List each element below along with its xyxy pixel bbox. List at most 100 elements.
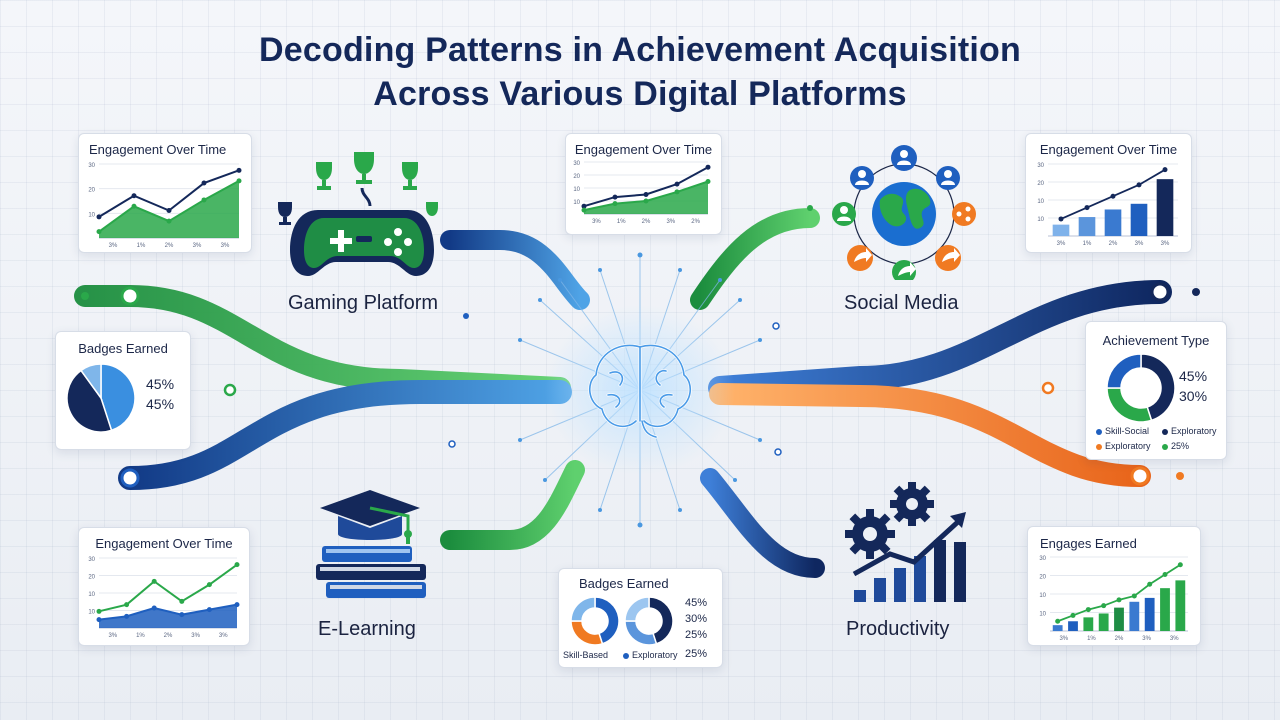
data-point [1055, 618, 1061, 624]
bar [1083, 617, 1094, 631]
donut-charts-badges-bottom [570, 596, 674, 646]
donut-chart-achievement-type [1106, 353, 1176, 423]
title-line-1: Decoding Patterns in Achievement Acquisi… [259, 31, 1021, 69]
y-tick-label: 30 [1039, 556, 1046, 562]
legend-label: 25% [1171, 441, 1190, 451]
chart-title: Engagement Over Time [574, 142, 713, 157]
data-point [1116, 597, 1122, 603]
y-tick-label: 10 [88, 212, 95, 218]
bar [1078, 217, 1096, 236]
pie-label: 45% [146, 376, 175, 392]
data-point [1131, 593, 1137, 599]
x-tick-label: 2% [691, 219, 700, 225]
y-tick-label: 30 [573, 161, 580, 167]
data-point [206, 582, 212, 588]
data-point [201, 197, 207, 203]
data-point [1110, 193, 1116, 199]
y-tick-label: 20 [88, 188, 95, 194]
chart-card-badges-bottom: Badges Earned 45% 30% 25% Skill-Based Ex… [558, 568, 723, 668]
pie-label: 45% [146, 396, 175, 412]
legend-item: 25% [1162, 441, 1189, 451]
x-tick-label: 3% [108, 633, 117, 639]
data-point [206, 607, 212, 613]
brain-icon [580, 335, 700, 445]
legend-item: Exploratory [1096, 441, 1151, 451]
pie-slice [624, 620, 658, 646]
y-tick-label: 20 [573, 174, 580, 180]
data-point [643, 198, 649, 204]
y-tick-label: 30 [88, 557, 95, 563]
y-tick-label: 20 [1039, 575, 1046, 581]
bar [1068, 621, 1078, 631]
donut-label: 45% [685, 597, 708, 609]
legend-item: Exploratory [623, 650, 678, 660]
legend-label: Exploratory [1171, 426, 1217, 436]
gamepad-with-trophies-icon [268, 148, 448, 283]
data-point [1101, 603, 1107, 609]
pie-slice [624, 596, 650, 622]
pipe-right-orange [709, 383, 1151, 487]
data-point [705, 179, 711, 184]
data-point [96, 214, 102, 220]
x-tick-label: 1% [137, 243, 146, 249]
chart-title: Badges Earned [579, 576, 669, 591]
y-tick-label: 20 [1037, 181, 1044, 187]
bar [1175, 580, 1186, 631]
pipe-right-navy [708, 280, 1172, 400]
x-tick-label: 3% [193, 243, 202, 249]
title-line-2: Across Various Digital Platforms [373, 75, 907, 113]
data-point [674, 189, 680, 195]
pie-slice [1106, 353, 1142, 389]
pipe-lower-right [700, 468, 825, 578]
bar [1052, 224, 1070, 236]
data-point [179, 598, 185, 604]
data-point [234, 562, 240, 568]
data-point [151, 578, 157, 584]
data-point [96, 617, 102, 623]
bar [1098, 613, 1109, 631]
chart-card-badges-left: Badges Earned 45% 45% [55, 331, 191, 450]
y-tick-label: 10 [1039, 612, 1046, 618]
bar [1130, 203, 1148, 236]
chart-title: Engages Earned [1040, 536, 1137, 551]
x-tick-label: 2% [164, 633, 173, 639]
data-point [581, 203, 587, 209]
data-point [1085, 607, 1091, 613]
data-point [131, 203, 137, 209]
page-title: Decoding Patterns in Achievement Acquisi… [140, 28, 1140, 116]
pipe-upper-left [440, 230, 590, 310]
bar [1114, 607, 1124, 631]
platform-label-gaming: Gaming Platform [288, 292, 439, 314]
x-tick-label: 3% [1059, 636, 1068, 642]
series-area [584, 181, 708, 214]
bar [1104, 209, 1122, 236]
data-point [1147, 581, 1153, 587]
x-tick-label: 3% [666, 219, 675, 225]
x-tick-label: 2% [642, 219, 651, 225]
x-tick-label: 1% [617, 219, 626, 225]
legend-item: Skill-Social [1096, 426, 1149, 436]
data-point [1084, 205, 1090, 211]
data-point [1136, 182, 1142, 188]
donut-label: 25% [685, 648, 708, 660]
data-point [674, 181, 680, 187]
x-tick-label: 3% [1142, 636, 1151, 642]
data-point [124, 613, 130, 619]
y-tick-label: 10 [1037, 199, 1044, 205]
y-tick-label: 10 [1039, 593, 1046, 599]
y-tick-label: 10 [88, 592, 95, 598]
x-tick-label: 3% [1170, 636, 1179, 642]
neural-dots [518, 252, 762, 528]
data-point [1058, 216, 1064, 222]
data-point [151, 605, 157, 611]
graduation-cap-books-icon [312, 486, 437, 604]
x-tick-label: 3% [592, 219, 601, 225]
chart-title: Badges Earned [78, 341, 168, 356]
chart-title: Engagement Over Time [1039, 142, 1178, 157]
data-point [179, 612, 185, 618]
x-tick-label: 3% [109, 243, 118, 249]
